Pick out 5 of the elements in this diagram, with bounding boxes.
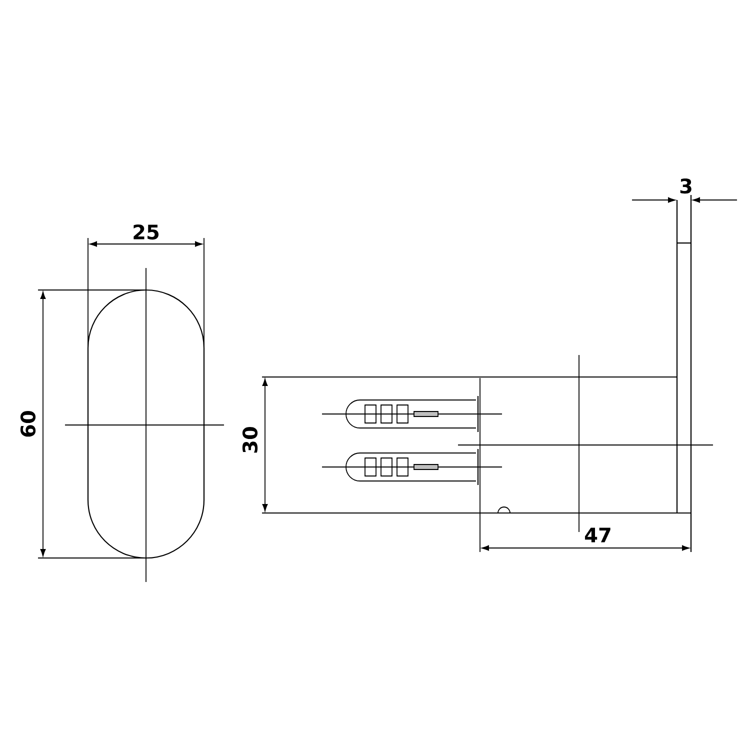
dimension-label: 25 — [134, 224, 159, 240]
dimension-label: 47 — [584, 528, 610, 542]
dimension-label: 3 — [680, 178, 692, 194]
dimension-label: 60 — [20, 411, 36, 437]
dimension-label: 30 — [242, 427, 258, 453]
